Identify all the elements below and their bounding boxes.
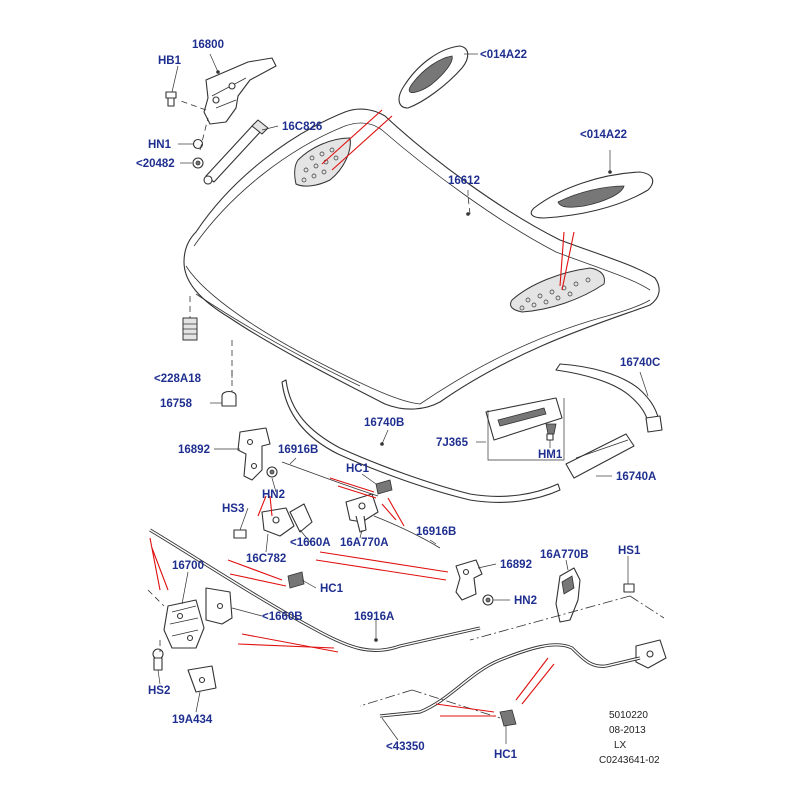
hood-bumper <box>182 317 237 407</box>
guide-lines <box>147 99 665 719</box>
label-hn2-right: HN2 <box>514 595 537 607</box>
label-16c826: 16C826 <box>282 121 322 133</box>
label-hc1-bottom: HC1 <box>494 749 518 761</box>
hood-panel <box>183 108 660 410</box>
footer-date: 08-2013 <box>609 725 646 736</box>
primary-latch <box>163 599 205 649</box>
cable-43350 <box>379 643 641 718</box>
label-16612: 16612 <box>448 175 480 187</box>
nut-hn2-right <box>482 594 494 606</box>
actuator <box>635 639 667 669</box>
seal-rear <box>281 379 561 503</box>
label-014a22-top: <014A22 <box>480 49 527 61</box>
bracket-right <box>455 559 483 601</box>
label-16758: 16758 <box>160 398 193 410</box>
label-hb1: HB1 <box>158 55 182 67</box>
label-1660a: <1660A <box>290 537 331 549</box>
vent-top <box>398 45 469 109</box>
label-hs2: HS2 <box>148 685 170 697</box>
seal-front <box>565 433 635 479</box>
latch-bracket <box>205 587 233 625</box>
footer-model: LX <box>614 740 627 751</box>
label-hm1: HM1 <box>538 449 563 461</box>
hinge-bolt <box>165 91 177 107</box>
label-7j365: 7J365 <box>436 437 469 449</box>
callout-labels: HB1 16800 <014A22 HN1 16C826 <20482 <014… <box>136 39 660 761</box>
label-16740b: 16740B <box>364 417 404 429</box>
label-hc1-mid: HC1 <box>320 583 344 595</box>
hood-hinge <box>203 57 277 125</box>
label-16892-left: 16892 <box>178 444 210 456</box>
nut-hn2-left <box>266 466 278 478</box>
label-20482: <20482 <box>136 158 175 170</box>
screw-hs1 <box>623 583 635 593</box>
label-16a770a: 16A770A <box>340 537 389 549</box>
bolt-hs2 <box>152 648 164 671</box>
label-16892-right: 16892 <box>500 559 532 571</box>
label-hc1-top: HC1 <box>346 463 370 475</box>
cable-16916b-top <box>281 461 441 549</box>
latch-hook <box>345 493 379 533</box>
label-16916b-mid: 16916B <box>416 526 456 538</box>
label-16916b-top: 16916B <box>278 444 318 456</box>
clip-hc1-mid <box>287 571 305 589</box>
label-hn2-left: HN2 <box>262 489 285 501</box>
seal-side <box>555 363 663 433</box>
latch-striker <box>187 665 217 693</box>
secondary-latch-left <box>261 503 313 537</box>
label-19a434: 19A434 <box>172 714 213 726</box>
cable-16916a <box>149 528 481 653</box>
label-43350: <43350 <box>386 741 425 753</box>
clip-hm1 <box>545 423 557 441</box>
label-16700: 16700 <box>172 560 204 572</box>
release-handle <box>555 567 581 623</box>
clip-hc1-top <box>375 479 393 495</box>
label-1660b: <1660B <box>262 611 303 623</box>
label-16a770b: 16A770B <box>540 549 589 561</box>
label-hs3: HS3 <box>222 503 244 515</box>
footer-ref: 5010220 <box>609 710 648 721</box>
label-16740a: 16740A <box>616 471 656 483</box>
leader-lines <box>157 53 649 744</box>
bolt-hs3 <box>233 529 247 539</box>
clip-hc1-bottom <box>499 709 517 727</box>
strut-nut <box>192 138 204 169</box>
vent-middle <box>530 171 654 219</box>
footer-reference: 5010220 08-2013 LX C0243641-02 <box>599 710 660 766</box>
label-228a18: <228A18 <box>154 373 202 385</box>
footer-code: C0243641-02 <box>599 755 660 766</box>
label-hs1: HS1 <box>618 545 641 557</box>
label-16800: 16800 <box>192 39 224 51</box>
bracket-left <box>237 427 271 481</box>
pointer-lines <box>149 109 575 717</box>
label-16740c: 16740C <box>620 357 660 369</box>
leader-dots <box>216 70 612 642</box>
label-014a22-mid: <014A22 <box>580 129 627 141</box>
label-hn1: HN1 <box>148 139 172 151</box>
label-16c782: 16C782 <box>246 553 286 565</box>
latch-panel <box>485 397 565 461</box>
label-16916a: 16916A <box>354 611 394 623</box>
